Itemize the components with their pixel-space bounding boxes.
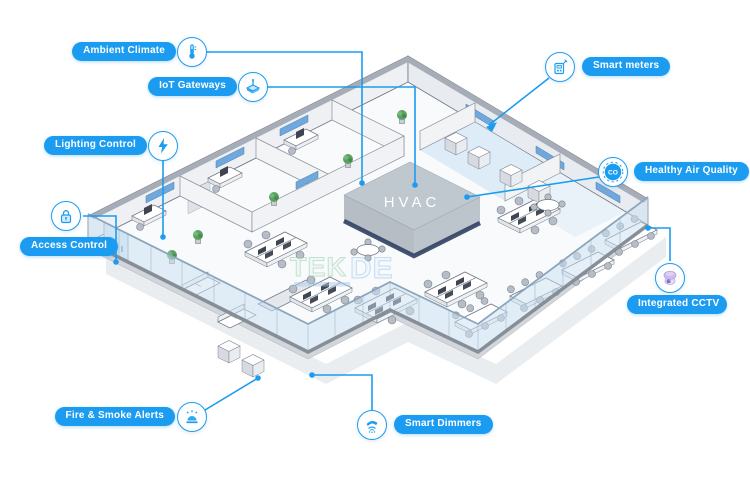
dimmer-icon (357, 410, 387, 440)
label-smart-meters: Smart meters (582, 57, 671, 76)
connector-dots (113, 122, 651, 381)
thermometer-icon (177, 37, 207, 67)
label-iot-gateways: IoT Gateways (148, 77, 237, 96)
svg-text:TEK: TEK (290, 252, 347, 282)
padlock-icon (51, 201, 81, 231)
lightning-icon (148, 131, 178, 161)
meter-icon (545, 52, 575, 82)
siren-icon (177, 402, 207, 432)
glass-walls (87, 196, 650, 355)
label-ambient-climate: Ambient Climate (72, 42, 176, 61)
connector-lines (83, 51, 671, 411)
cctv-camera-icon (655, 263, 685, 293)
label-access-control: Access Control (20, 237, 118, 256)
svg-text:CO: CO (608, 169, 618, 176)
watermark: TEK DE (290, 252, 394, 287)
label-lighting-control: Lighting Control (44, 136, 147, 155)
label-smart-dimmers: Smart Dimmers (394, 415, 493, 434)
co2-gauge-icon: CO (598, 157, 628, 187)
building-shadow (106, 237, 666, 384)
perimeter-walls (87, 55, 649, 243)
svg-text:DE: DE (350, 252, 394, 285)
hvac-unit: HVAC (342, 161, 482, 259)
label-integrated-cctv: Integrated CCTV (627, 295, 727, 314)
hvac-label: HVAC (384, 194, 441, 211)
label-fire-smoke-alerts: Fire & Smoke Alerts (54, 407, 175, 426)
label-healthy-air-quality: Healthy Air Quality (634, 162, 749, 181)
gateway-icon (238, 72, 268, 102)
